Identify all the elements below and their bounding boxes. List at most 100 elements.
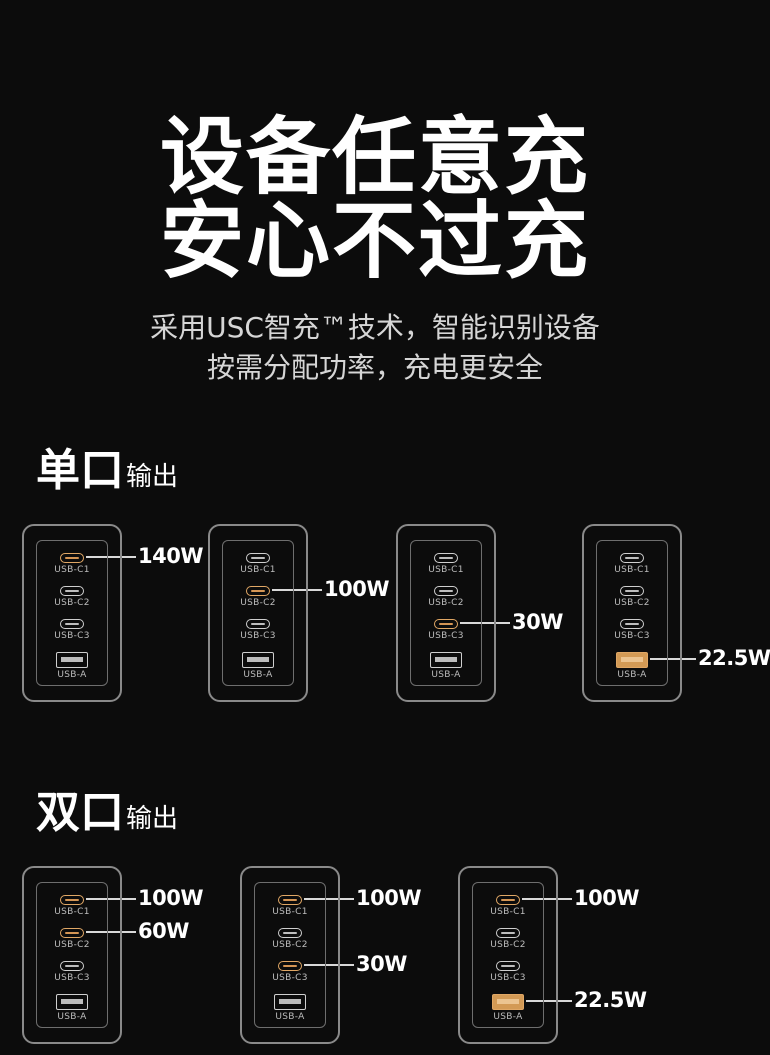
wattage-label-c2: 60W [138, 919, 189, 943]
subtitle-line1: 采用USC智充™技术，智能识别设备 [150, 311, 600, 344]
port-label-c3: USB-C3 [240, 631, 276, 641]
usb-c3-port [434, 619, 458, 629]
single-output-subtitle: 输出 [126, 462, 179, 492]
port-label-c1: USB-C1 [614, 565, 650, 575]
callout-line [526, 1000, 572, 1002]
usb-a-port [56, 994, 88, 1010]
port-label-c3: USB-C3 [614, 631, 650, 641]
wattage-label-c3: 30W [356, 952, 407, 976]
dual-output-subtitle: 输出 [126, 804, 179, 834]
usb-c1-port [246, 553, 270, 563]
usb-c2-port [620, 586, 644, 596]
charger-face [254, 882, 326, 1028]
usb-c1-port [434, 553, 458, 563]
usb-c2-port [246, 586, 270, 596]
callout-line [460, 622, 510, 624]
port-label-a: USB-A [617, 670, 647, 680]
port-label-c2: USB-C2 [54, 598, 90, 608]
usb-c3-port [60, 619, 84, 629]
port-label-c1: USB-C1 [54, 565, 90, 575]
port-label-c2: USB-C2 [54, 940, 90, 950]
wattage-label-c2: 100W [324, 577, 390, 601]
usb-c3-port [246, 619, 270, 629]
port-label-c2: USB-C2 [614, 598, 650, 608]
callout-line [650, 658, 696, 660]
port-label-a: USB-A [57, 1012, 87, 1022]
callout-line [522, 898, 572, 900]
wattage-label-c1: 100W [574, 886, 640, 910]
headline-line1: 设备任意充 [159, 108, 590, 206]
callout-line [86, 556, 136, 558]
callout-line [304, 898, 354, 900]
dual-output-title: 双口 [36, 787, 124, 838]
charger-face [36, 540, 108, 686]
port-label-c1: USB-C1 [490, 907, 526, 917]
usb-c1-port [496, 895, 520, 905]
port-label-c2: USB-C2 [272, 940, 308, 950]
port-label-c1: USB-C1 [428, 565, 464, 575]
usb-a-port [430, 652, 462, 668]
wattage-label-c3: 30W [512, 610, 563, 634]
usb-c2-port [60, 928, 84, 938]
callout-line [86, 898, 136, 900]
usb-c3-port [496, 961, 520, 971]
port-label-c2: USB-C2 [240, 598, 276, 608]
port-label-c1: USB-C1 [54, 907, 90, 917]
port-label-a: USB-A [275, 1012, 305, 1022]
charger-face [36, 882, 108, 1028]
single-output-heading: 单口输出 [36, 434, 178, 498]
usb-a-port [242, 652, 274, 668]
wattage-label-c1: 140W [138, 544, 204, 568]
usb-c3-port [60, 961, 84, 971]
charger-face [472, 882, 544, 1028]
port-label-a: USB-A [243, 670, 273, 680]
port-label-c2: USB-C2 [428, 598, 464, 608]
port-label-c3: USB-C3 [428, 631, 464, 641]
usb-c1-port [278, 895, 302, 905]
port-label-c3: USB-C3 [272, 973, 308, 983]
wattage-label-c1: 100W [138, 886, 204, 910]
subtitle-line2: 按需分配功率，充电更安全 [206, 351, 543, 384]
charger-face [596, 540, 668, 686]
charger-face [222, 540, 294, 686]
usb-c3-port [278, 961, 302, 971]
usb-a-port [56, 652, 88, 668]
usb-c1-port [60, 895, 84, 905]
port-label-c3: USB-C3 [54, 973, 90, 983]
port-label-c1: USB-C1 [272, 907, 308, 917]
charger-face [410, 540, 482, 686]
usb-c1-port [620, 553, 644, 563]
port-label-c2: USB-C2 [490, 940, 526, 950]
port-label-a: USB-A [431, 670, 461, 680]
callout-line [272, 589, 322, 591]
wattage-label-a: 22.5W [698, 646, 770, 670]
port-label-c1: USB-C1 [240, 565, 276, 575]
port-label-c3: USB-C3 [490, 973, 526, 983]
usb-c1-port [60, 553, 84, 563]
port-label-c3: USB-C3 [54, 631, 90, 641]
usb-c2-port [496, 928, 520, 938]
headline-line2: 安心不过充 [159, 192, 590, 290]
usb-a-port [492, 994, 524, 1010]
usb-a-port [616, 652, 648, 668]
wattage-label-c1: 100W [356, 886, 422, 910]
port-label-a: USB-A [493, 1012, 523, 1022]
single-output-title: 单口 [36, 445, 124, 496]
callout-line [86, 931, 136, 933]
usb-c3-port [620, 619, 644, 629]
port-label-a: USB-A [57, 670, 87, 680]
wattage-label-a: 22.5W [574, 988, 647, 1012]
usb-c2-port [60, 586, 84, 596]
usb-a-port [274, 994, 306, 1010]
dual-output-heading: 双口输出 [36, 776, 178, 840]
usb-c2-port [278, 928, 302, 938]
callout-line [304, 964, 354, 966]
usb-c2-port [434, 586, 458, 596]
